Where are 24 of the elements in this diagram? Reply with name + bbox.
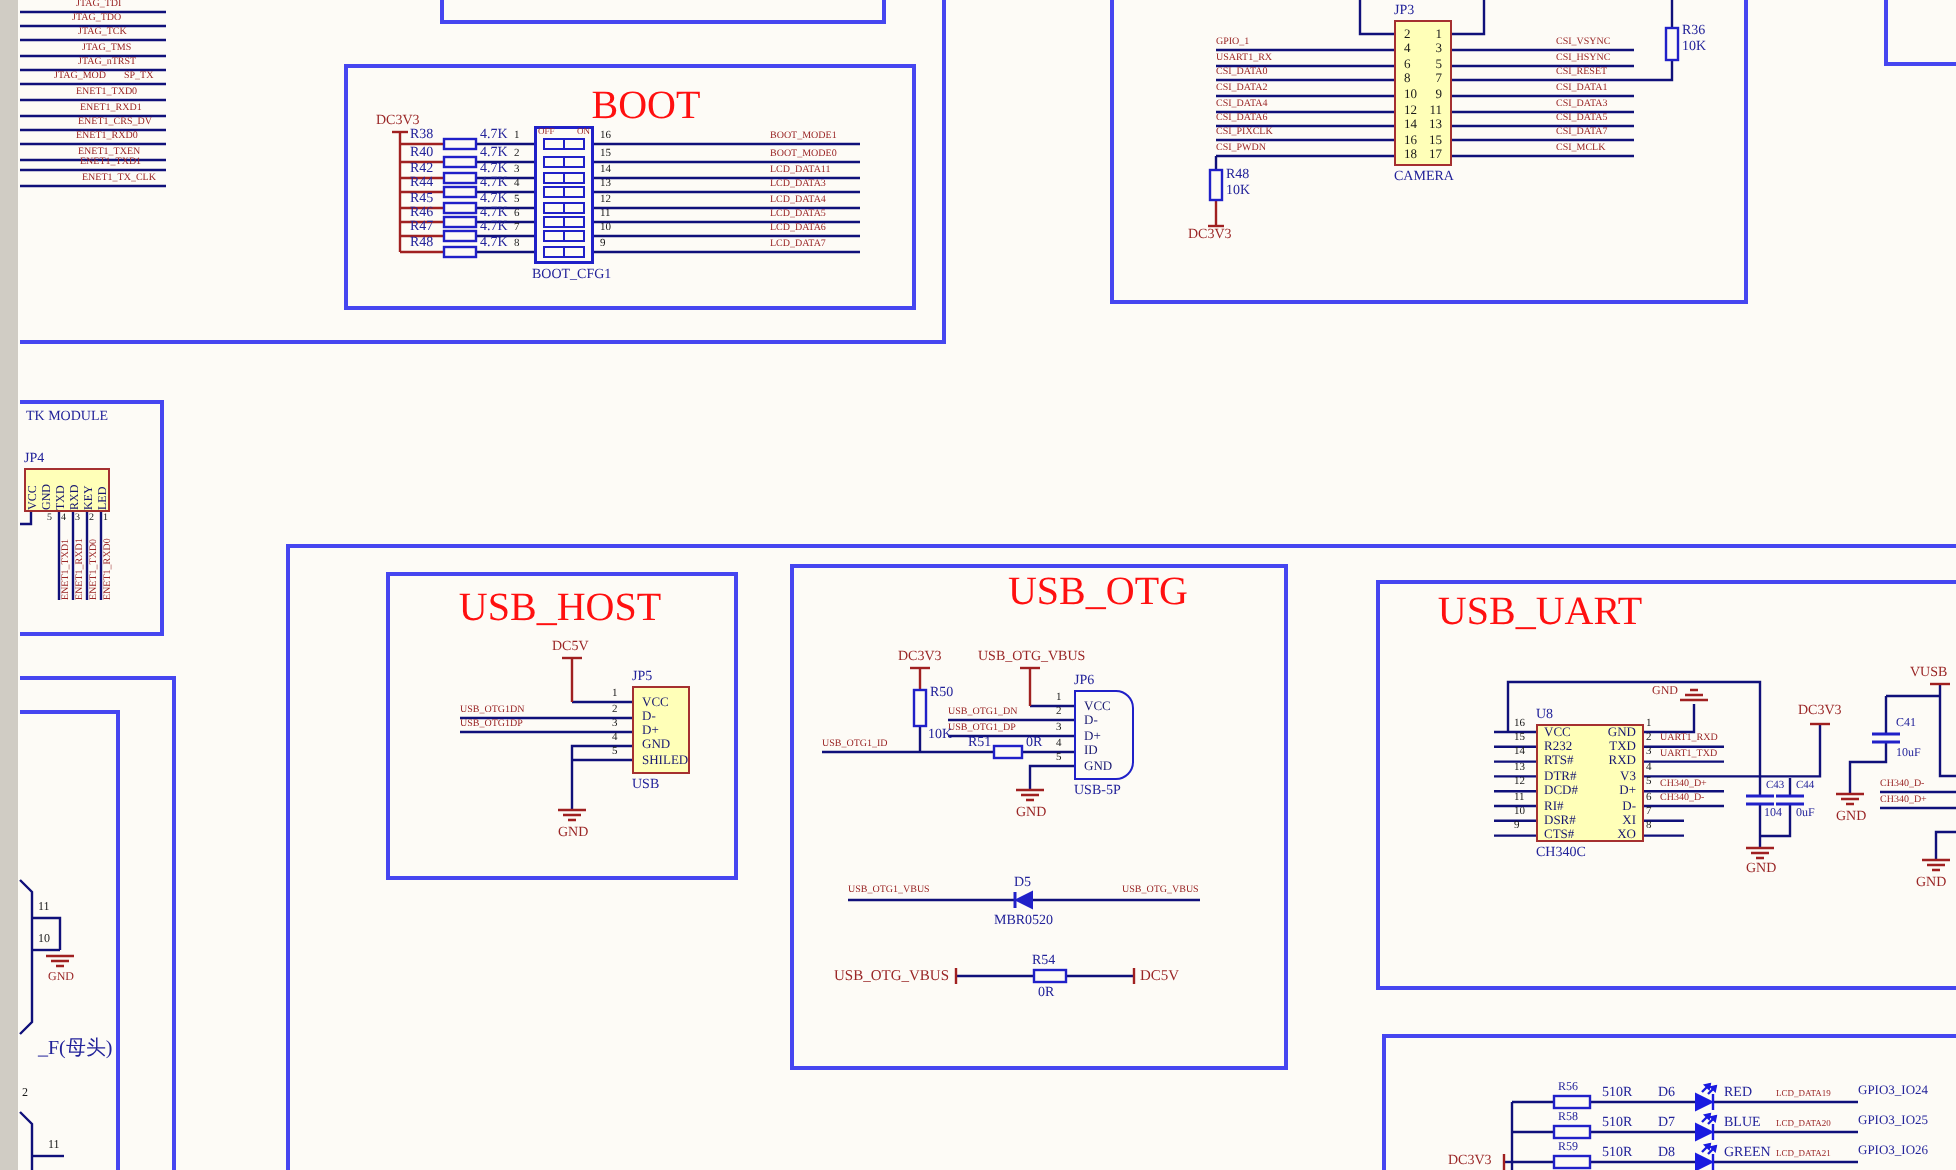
schematic-panel [440,0,886,24]
usb-connector-symbol [1074,690,1134,780]
schematic-panel [1884,0,1956,66]
panel-title: USB_UART [1437,592,1643,632]
connector-symbol [632,686,690,774]
schematic-panel [20,710,120,1170]
ic-symbol [1536,724,1644,842]
schematic-panel [790,564,1288,1070]
schematic-panel [20,400,164,636]
connector-symbol [1394,20,1452,166]
schematic-panel [20,676,176,1170]
component-label: _F(母头) [38,1040,113,1060]
schematic-panel [344,64,916,310]
schematic-panel [20,0,946,344]
dip-switch-symbol [534,126,594,264]
schematic-panel [1110,0,1748,304]
panel-title: USB_OTG [1008,572,1188,612]
panel-title: USB_HOST [458,588,662,628]
connector-symbol [24,468,110,512]
schematic-panel [1376,580,1956,990]
schematic-panel [1382,1034,1956,1170]
schematic-panel [386,572,738,880]
panel-title: BOOT [591,86,701,126]
schematic-panel [286,544,1956,1170]
